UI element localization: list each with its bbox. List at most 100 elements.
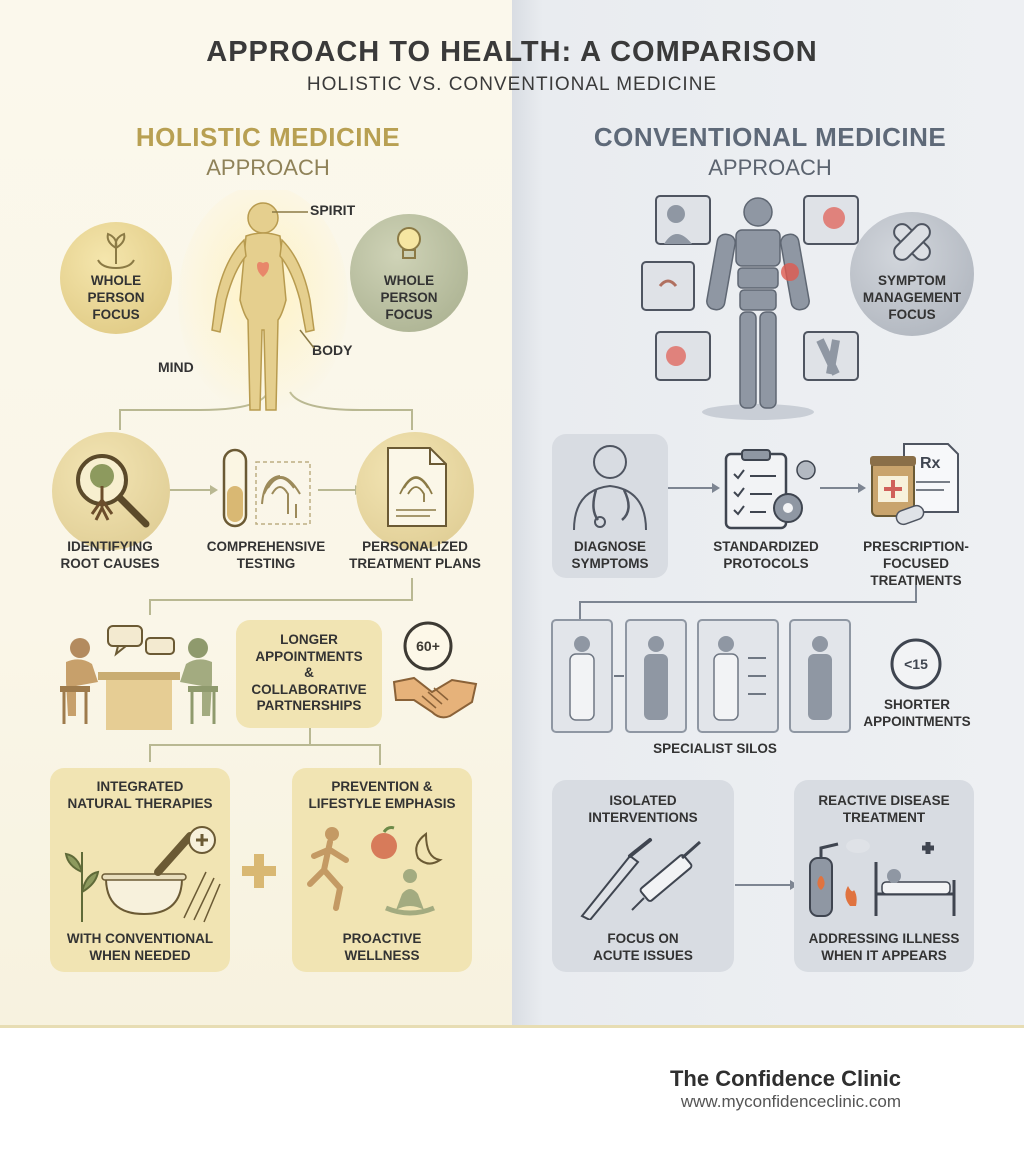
whole-person-focus-left: WHOLE PERSON FOCUS [60, 272, 172, 323]
isolated-interventions-box [552, 780, 734, 972]
appointments-line1: LONGER [280, 632, 338, 647]
reactive-treatment-caption: ADDRESSING ILLNESS WHEN IT APPEARS [794, 930, 974, 964]
focus-left-line1: WHOLE [90, 273, 142, 288]
treatment-plans-caption: PERSONALIZED TREATMENT PLANS [342, 538, 488, 572]
prevention-title: PREVENTION & LIFESTYLE EMPHASIS [292, 778, 472, 812]
root-causes-line2: ROOT CAUSES [60, 556, 160, 571]
focus-right-line2: PERSON [380, 290, 438, 305]
segmented-body-figure [641, 195, 859, 420]
clinic-name: The Confidence Clinic [669, 1066, 901, 1091]
interventions-top1: ISOLATED [609, 793, 677, 808]
specialist-silos-caption: SPECIALIST SILOS [653, 741, 777, 756]
handshake-icon [392, 676, 478, 719]
root-causes-line1: IDENTIFYING [67, 539, 153, 554]
clock-60-icon: 60+ [403, 621, 453, 671]
scalpel-syringe-icon [580, 838, 701, 920]
testing-line2: TESTING [236, 556, 296, 571]
appointments-line2: APPOINTMENTS [255, 648, 363, 664]
lightbulb-icon [397, 227, 421, 259]
prevention-top1: PREVENTION & [331, 779, 433, 794]
isolated-interventions-title: ISOLATED INTERVENTIONS [552, 792, 734, 826]
mind-label: MIND [158, 359, 194, 375]
mortar-herbs-icon [64, 826, 221, 923]
prevention-bottom2: WELLNESS [344, 948, 420, 963]
testing-line1: COMPREHENSIVE [206, 539, 326, 554]
root-causes-caption: IDENTIFYING ROOT CAUSES [40, 538, 180, 572]
prevention-caption: PROACTIVE WELLNESS [292, 930, 472, 964]
appointments-line4: COLLABORATIVE [251, 681, 367, 697]
symptom-management-caption: SYMPTOM MANAGEMENT FOCUS [846, 272, 978, 323]
reactive-bottom1: ADDRESSING ILLNESS [808, 931, 960, 946]
whole-person-focus-right: WHOLE PERSON FOCUS [350, 272, 468, 323]
therapies-top1: INTEGRATED [96, 779, 184, 794]
longer-appointments-text: LONGER APPOINTMENTS & COLLABORATIVE PART… [236, 632, 382, 715]
clipboard-gear-icon [724, 449, 816, 530]
prevention-top2: LIFESTYLE EMPHASIS [308, 796, 456, 811]
clinic-url[interactable]: www.myconfidenceclinic.com [680, 1092, 901, 1111]
diagnose-line1: DIAGNOSE [573, 539, 646, 554]
symptom-line2: MANAGEMENT [862, 290, 962, 305]
conventional-heading: CONVENTIONAL MEDICINE APPROACH [560, 122, 980, 181]
symptom-line1: SYMPTOM [877, 273, 946, 288]
prescription-line3: TREATMENTS [870, 573, 962, 588]
therapies-bottom2: WHEN NEEDED [89, 948, 191, 963]
therapies-top2: NATURAL THERAPIES [67, 796, 213, 811]
testing-caption: COMPREHENSIVE TESTING [192, 538, 340, 572]
natural-therapies-caption: WITH CONVENTIONAL WHEN NEEDED [50, 930, 230, 964]
page-title: APPROACH TO HEALTH: A COMPARISON [206, 36, 818, 68]
protocols-line2: PROTOCOLS [723, 556, 809, 571]
prescription-line1: PRESCRIPTION- [863, 539, 969, 554]
prescription-icon: Rx [870, 443, 959, 526]
protocols-line1: STANDARDIZED [713, 539, 819, 554]
interventions-bottom1: FOCUS ON [607, 931, 679, 946]
spirit-label: SPIRIT [310, 202, 356, 218]
treatment-plans-line2: TREATMENT PLANS [349, 556, 481, 571]
clock-15-label: <15 [904, 656, 928, 672]
focus-left-line2: PERSON [87, 290, 145, 305]
prescription-caption: PRESCRIPTION- FOCUSED TREATMENTS [846, 538, 986, 589]
consultation-table-icon [60, 625, 218, 730]
rx-symbol: Rx [920, 455, 941, 472]
shorter-line1: SHORTER [883, 697, 950, 712]
protocols-caption: STANDARDIZED PROTOCOLS [696, 538, 836, 572]
clock-60-label: 60+ [416, 638, 440, 654]
holistic-title: HOLISTIC MEDICINE [135, 122, 401, 152]
prevention-bottom1: PROACTIVE [342, 931, 422, 946]
treatment-plans-line1: PERSONALIZED [362, 539, 468, 554]
bandage-icon [893, 223, 931, 261]
doctor-stethoscope-icon [573, 445, 647, 531]
holistic-heading: HOLISTIC MEDICINE APPROACH [58, 122, 478, 181]
reactive-treatment-title: REACTIVE DISEASE TREATMENT [794, 792, 974, 826]
prescription-line2: FOCUSED [882, 556, 949, 571]
interventions-top2: INTERVENTIONS [588, 810, 698, 825]
reactive-top2: TREATMENT [842, 810, 926, 825]
appointments-line3: & [304, 665, 314, 680]
longer-appointments-box: LONGER APPOINTMENTS & COLLABORATIVE PART… [236, 620, 382, 728]
wellness-activities-icon [307, 826, 443, 916]
holistic-subtitle: APPROACH [206, 155, 330, 180]
plus-icon [242, 854, 276, 888]
interventions-bottom2: ACUTE ISSUES [593, 948, 693, 963]
body-label: BODY [312, 342, 353, 358]
focus-left-line3: FOCUS [92, 307, 140, 322]
focus-right-line3: FOCUS [385, 307, 433, 322]
body-label-leaders [272, 211, 315, 349]
document-fingerprint-icon [387, 447, 447, 527]
shorter-line2: APPOINTMENTS [863, 714, 971, 729]
bottom-divider [0, 1025, 1024, 1028]
hands-plant-icon [97, 232, 135, 270]
glowing-body-figure [178, 190, 348, 415]
therapies-bottom1: WITH CONVENTIONAL [66, 931, 214, 946]
diagnose-box [552, 434, 668, 578]
tree-magnifier-icon [76, 454, 150, 528]
diagnose-line2: SYMPTOMS [571, 556, 649, 571]
reactive-top1: REACTIVE DISEASE [818, 793, 950, 808]
conventional-subtitle: APPROACH [708, 155, 832, 180]
test-tube-fingerprint-icon [222, 448, 311, 528]
reactive-bottom2: WHEN IT APPEARS [821, 948, 947, 963]
natural-therapies-title: INTEGRATED NATURAL THERAPIES [50, 778, 230, 812]
focus-right-line1: WHOLE [383, 273, 435, 288]
conventional-title: CONVENTIONAL MEDICINE [593, 122, 947, 152]
clock-15-icon: <15 [890, 638, 942, 690]
diagnose-caption: DIAGNOSE SYMPTOMS [552, 538, 668, 572]
